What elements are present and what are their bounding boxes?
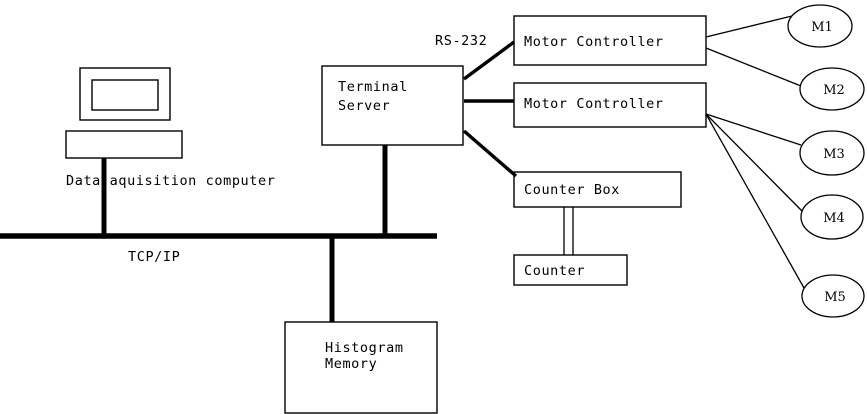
motor-controller-2-label: Motor Controller <box>524 96 664 112</box>
counter-box <box>513 254 628 286</box>
motor-4-ellipse <box>800 194 864 240</box>
motor-3-ellipse <box>799 130 865 176</box>
histogram-memory-box <box>284 321 438 414</box>
terminal-server-label-line1: Terminal <box>338 79 408 95</box>
motor-controller-1-label: Motor Controller <box>524 34 664 50</box>
motor-controller-2-box <box>513 82 707 128</box>
motor-controller-2-to-motor-3-link <box>705 113 802 146</box>
motor-1-label: M1 <box>811 20 833 35</box>
computer-monitor-screen <box>91 79 159 111</box>
tcpip-bus-label: TCP/IP <box>128 249 180 265</box>
motor-controller-2-to-motor-4-link <box>705 113 803 212</box>
motor-controller-2-to-motor-5-link <box>705 113 805 289</box>
terminal-server-box <box>321 65 464 146</box>
histogram-memory-label-line2: Memory <box>325 356 377 372</box>
terminal-server-to-counter-box-link <box>462 129 518 178</box>
motor-1-ellipse <box>787 4 853 48</box>
terminal-server-label-line2: Server <box>338 98 390 114</box>
motor-4-label: M4 <box>823 211 845 226</box>
rs232-link-label: RS-232 <box>435 33 487 49</box>
computer-base-unit <box>65 130 183 159</box>
motor-5-ellipse <box>801 274 865 318</box>
counter-box-box <box>513 171 682 208</box>
counter-label: Counter <box>524 263 585 279</box>
motor-controller-1-to-motor-2-link <box>705 47 802 87</box>
motor-2-ellipse <box>799 67 865 111</box>
counter-box-label: Counter Box <box>524 182 620 198</box>
data-acquisition-computer-caption: Data aquisition computer <box>66 173 275 189</box>
motor-controller-1-to-motor-1-link <box>705 15 793 38</box>
motor-controller-1-box <box>513 15 707 66</box>
terminal-server-to-motor-controller-1-link <box>462 40 516 81</box>
histogram-memory-label-line1: Histogram <box>325 340 404 356</box>
motor-5-label: M5 <box>824 290 846 305</box>
motor-2-label: M2 <box>823 83 845 98</box>
motor-3-label: M3 <box>823 147 845 162</box>
